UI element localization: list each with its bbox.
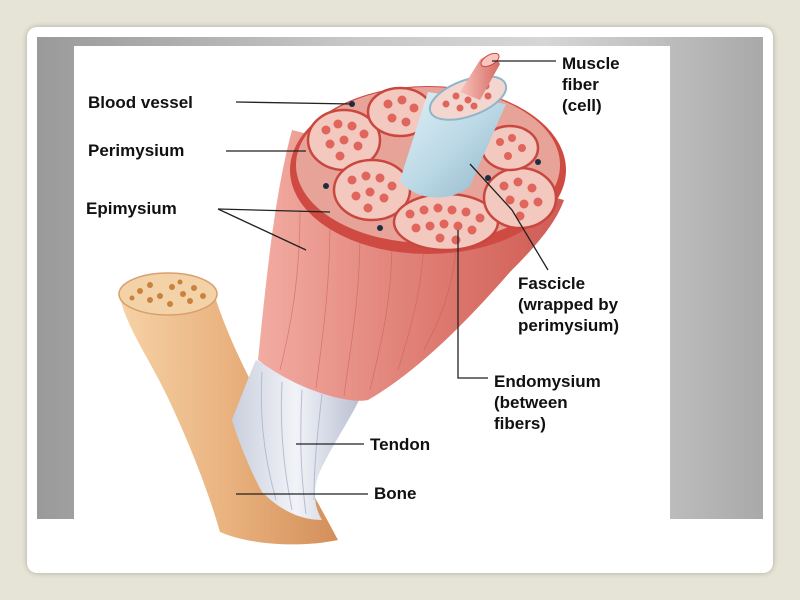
label-epimysium: Epimysium <box>86 199 177 218</box>
tendon-shape <box>232 360 360 520</box>
label-muscle-fiber: Muscle fiber (cell) <box>562 54 620 115</box>
label-endomysium: Endomysium (between fibers) <box>494 372 601 433</box>
label-perimysium: Perimysium <box>88 141 185 160</box>
label-blood-vessel: Blood vessel <box>88 93 193 112</box>
label-tendon: Tendon <box>370 435 431 454</box>
muscle-fiber-dots <box>321 95 543 245</box>
label-fascicle: Fascicle (wrapped by perimysium) <box>518 274 620 335</box>
muscle-fiber-cell <box>400 52 508 198</box>
label-bone: Bone <box>374 484 417 503</box>
leader-lines <box>217 60 556 495</box>
